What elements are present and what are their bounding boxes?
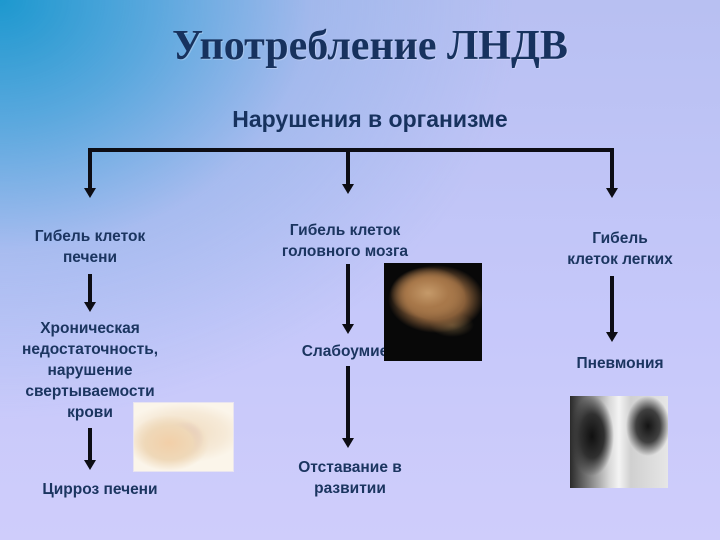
node-dementia: Слабоумие: [301, 343, 389, 360]
arrow-down-icon: [84, 188, 96, 198]
node-liver-cirrhosis: Цирроз печени: [42, 481, 158, 498]
arrow-down-icon: [342, 438, 354, 448]
connector-left-down: [88, 148, 92, 190]
node-lung-cell-death: Гибель клеток легких: [567, 230, 673, 268]
connector-right-down: [610, 148, 614, 190]
arrow-down-icon: [606, 332, 618, 342]
arrow-down-icon: [84, 460, 96, 470]
slide-title: Употребление ЛНДВ: [172, 23, 568, 69]
diagram-root-label: Нарушения в организме: [232, 106, 508, 132]
node-chronic-insufficiency: Хроническая недостаточность, нарушение с…: [21, 320, 159, 421]
connector-brain-1: [346, 264, 350, 326]
node-developmental-delay: Отставание в развитии: [298, 459, 402, 497]
connector-horizontal: [88, 148, 613, 152]
node-pneumonia: Пневмония: [576, 355, 664, 372]
chest-xray: [570, 396, 668, 488]
connector-lungs-1: [610, 276, 614, 334]
liver-illustration: [133, 402, 234, 472]
connector-brain-2: [346, 366, 350, 440]
arrow-down-icon: [606, 188, 618, 198]
node-brain-cell-death: Гибель клеток головного мозга: [281, 222, 409, 260]
connector-liver-1: [88, 274, 92, 304]
brain-photo: [384, 263, 482, 361]
arrow-down-icon: [84, 302, 96, 312]
node-liver-cell-death: Гибель клеток печени: [34, 228, 146, 266]
connector-liver-2: [88, 428, 92, 462]
connector-center-down: [346, 148, 350, 186]
arrow-down-icon: [342, 184, 354, 194]
arrow-down-icon: [342, 324, 354, 334]
